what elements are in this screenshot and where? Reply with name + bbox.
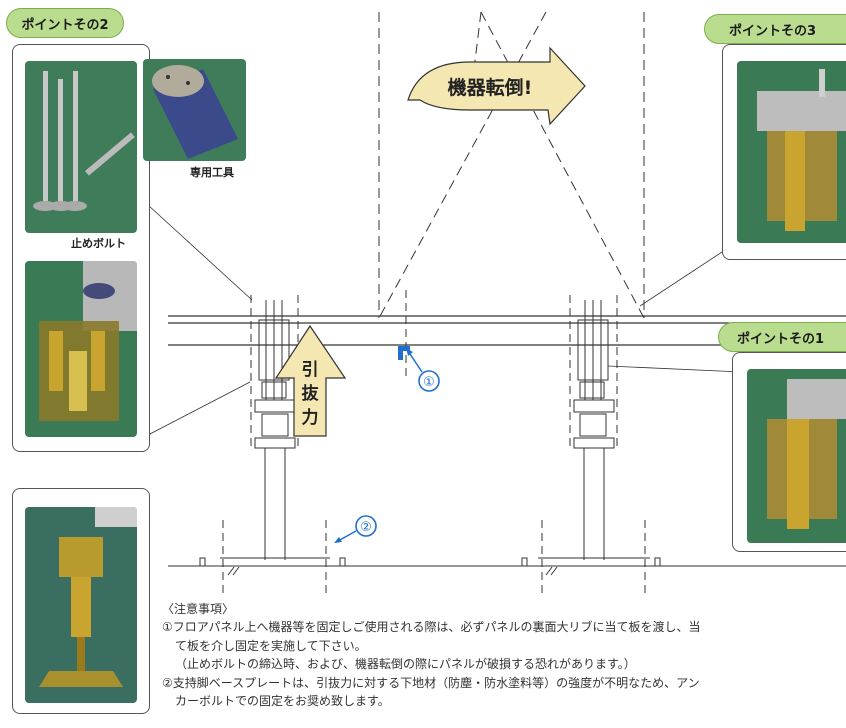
notes-line-3: （止めボルトの締込時、および、機器転倒の際にパネルが破損する恐れがあります。）: [175, 657, 636, 672]
tipping-arrow: 機器転倒!: [407, 46, 586, 126]
pedestal-photo: [25, 507, 137, 703]
pedestal-photo-box: [12, 488, 150, 714]
point3-photo-box: [722, 44, 846, 260]
tipping-label: 機器転倒!: [448, 76, 533, 99]
pullout-char-1: 引: [302, 360, 319, 380]
point1-badge: ポイントその1: [718, 322, 846, 352]
support-pedestal-right: [538, 295, 650, 596]
pullout-char-3: 力: [302, 407, 319, 428]
point1-photo: [747, 369, 846, 543]
bolt-photo: [25, 61, 137, 233]
bolt-installed-photo: [25, 261, 137, 437]
point2-photo-box: 止めボルト: [12, 44, 150, 452]
leader-lines: [147, 204, 743, 436]
tool-caption: 専用工具: [190, 166, 234, 179]
callout-1-label: ①: [423, 375, 435, 390]
bolt-caption: 止めボルト: [71, 237, 126, 250]
pullout-char-2: 抜: [302, 383, 320, 404]
tipping-line-right: [480, 11, 645, 319]
notes-line-1: ①フロアパネル上へ機器等を固定しご使用される際は、必ずパネルの裏面大リブに当て板…: [162, 620, 701, 635]
pullout-arrow: 引 抜 力: [274, 324, 347, 437]
callout-2-label: ②: [360, 520, 372, 535]
point3-badge: ポイントその3: [704, 14, 846, 44]
notes-heading: 〈注意事項〉: [162, 602, 235, 616]
tipping-line-left: [378, 11, 547, 319]
point3-photo: [737, 61, 846, 243]
tool-photo: [143, 59, 246, 161]
callout-2: ②: [334, 515, 377, 543]
notes-line-5: カーボルトでの固定をお奨め致します。: [175, 694, 390, 709]
point1-photo-box: [732, 352, 846, 552]
notes-line-4: ②支持脚ベースプレートは、引抜力に対する下地材（防塵・防水塗料等）の強度が不明な…: [162, 675, 700, 690]
point2-badge: ポイントその2: [6, 8, 124, 38]
callout-1: ①: [405, 347, 440, 392]
floor-slab: [168, 557, 846, 576]
notes-line-2: て板を介し固定を実施して下さい。: [175, 638, 367, 653]
caution-notes: 〈注意事項〉 ①フロアパネル上へ機器等を固定しご使用される際は、必ずパネルの裏面…: [162, 600, 846, 710]
